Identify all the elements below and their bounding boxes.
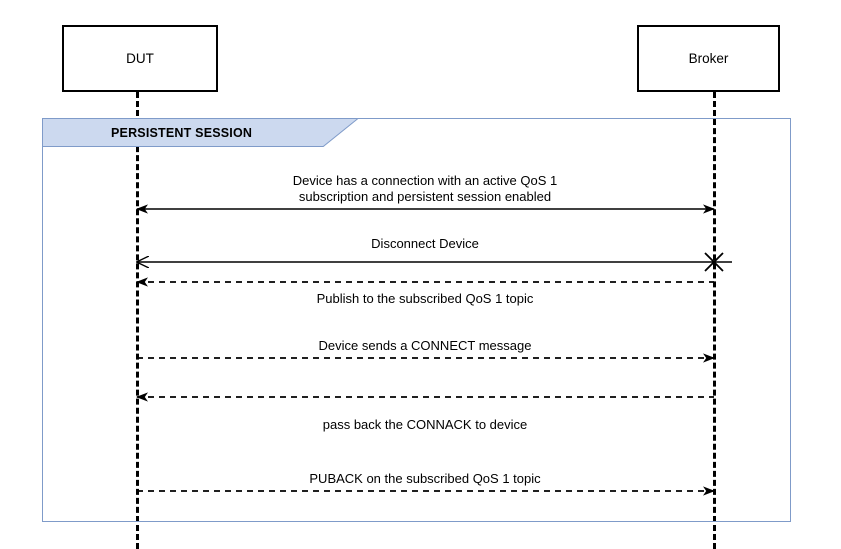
fragment-persistent-session[interactable]: [42, 118, 791, 522]
lifeline-dut: [136, 92, 139, 549]
message-label: PUBACK on the subscribed QoS 1 topic: [309, 471, 541, 486]
message-label: Publish to the subscribed QoS 1 topic: [316, 291, 534, 306]
participant-box-dut[interactable]: DUT: [62, 25, 218, 92]
message-label: Device has a connection with an active Q…: [292, 173, 558, 204]
participant-label-dut: DUT: [126, 50, 154, 66]
message-label: Disconnect Device: [371, 236, 479, 251]
fragment-label: PERSISTENT SESSION: [111, 125, 253, 140]
participant-box-broker[interactable]: Broker: [637, 25, 780, 92]
lifeline-broker: [713, 92, 716, 549]
fragment-header-persistent-session[interactable]: PERSISTENT SESSION: [42, 118, 358, 147]
message-label: pass back the CONNACK to device: [322, 417, 528, 432]
message-label: Device sends a CONNECT message: [318, 338, 532, 353]
destruction-x-icon: [704, 252, 724, 272]
participant-label-broker: Broker: [688, 50, 729, 66]
